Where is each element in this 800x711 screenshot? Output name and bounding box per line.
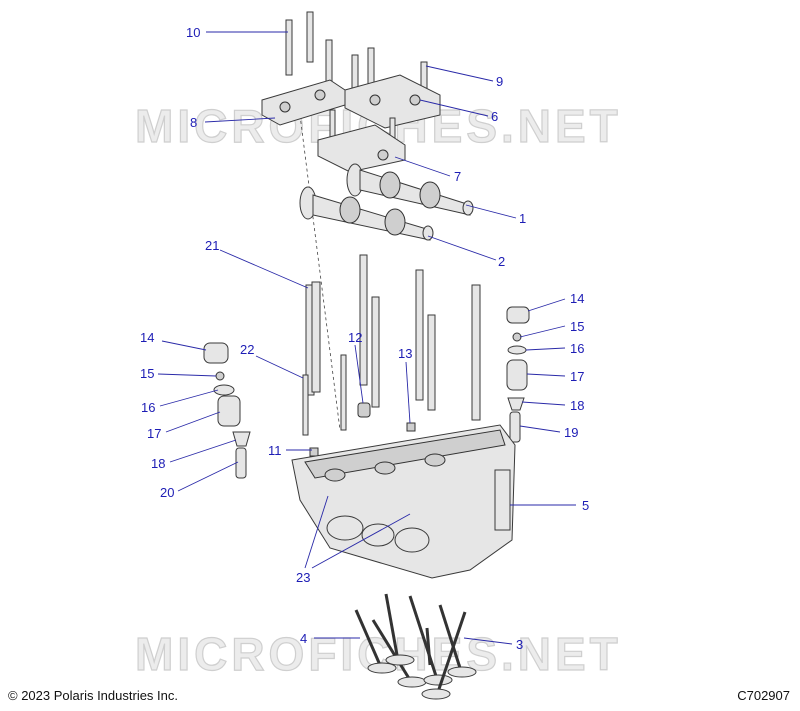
callout-15-left: 15	[140, 366, 154, 381]
callout-4: 4	[300, 631, 307, 646]
camshaft-2	[299, 186, 434, 241]
callout-2: 2	[498, 254, 505, 269]
callouts: 10 9 8 6 7 1 2 21 14 15 16 17 18 19 12 1…	[140, 25, 589, 652]
callout-16: 16	[570, 341, 584, 356]
callout-14-left: 14	[140, 330, 154, 345]
callout-18: 18	[570, 398, 584, 413]
copyright-text: © 2023 Polaris Industries Inc.	[8, 688, 178, 703]
callout-16-left: 16	[141, 400, 155, 415]
callout-13: 13	[398, 346, 412, 361]
callout-5: 5	[582, 498, 589, 513]
leader-lines	[157, 31, 576, 645]
callout-17-left: 17	[147, 426, 161, 441]
callout-21: 21	[205, 238, 219, 253]
part-11	[309, 447, 319, 457]
callout-19: 19	[564, 425, 578, 440]
part-12	[357, 402, 371, 418]
callout-10: 10	[186, 25, 200, 40]
callout-12: 12	[348, 330, 362, 345]
callout-6: 6	[491, 109, 498, 124]
camshaft-1	[346, 163, 474, 216]
callout-1: 1	[519, 211, 526, 226]
callout-20: 20	[160, 485, 174, 500]
valves	[354, 593, 477, 700]
callout-11: 11	[268, 443, 282, 458]
callout-9: 9	[496, 74, 503, 89]
callout-14: 14	[570, 291, 584, 306]
part-13	[406, 422, 416, 432]
cam-cap-6	[344, 74, 441, 129]
callout-15: 15	[570, 319, 584, 334]
callout-8: 8	[190, 115, 197, 130]
cylinder-head	[291, 424, 516, 579]
callout-18-left: 18	[151, 456, 165, 471]
valve-train-left	[203, 342, 251, 479]
figure-id: C702907	[737, 688, 790, 703]
callout-3: 3	[516, 637, 523, 652]
callout-7: 7	[454, 169, 461, 184]
callout-17: 17	[570, 369, 584, 384]
valve-train-right	[506, 306, 530, 443]
callout-22: 22	[240, 342, 254, 357]
watermark-bottom: MICROFICHES.NET	[134, 627, 622, 680]
svg-text:MICROFICHES.NET: MICROFICHES.NET	[135, 628, 622, 680]
head-bolts	[302, 254, 481, 436]
callout-23: 23	[296, 570, 310, 585]
